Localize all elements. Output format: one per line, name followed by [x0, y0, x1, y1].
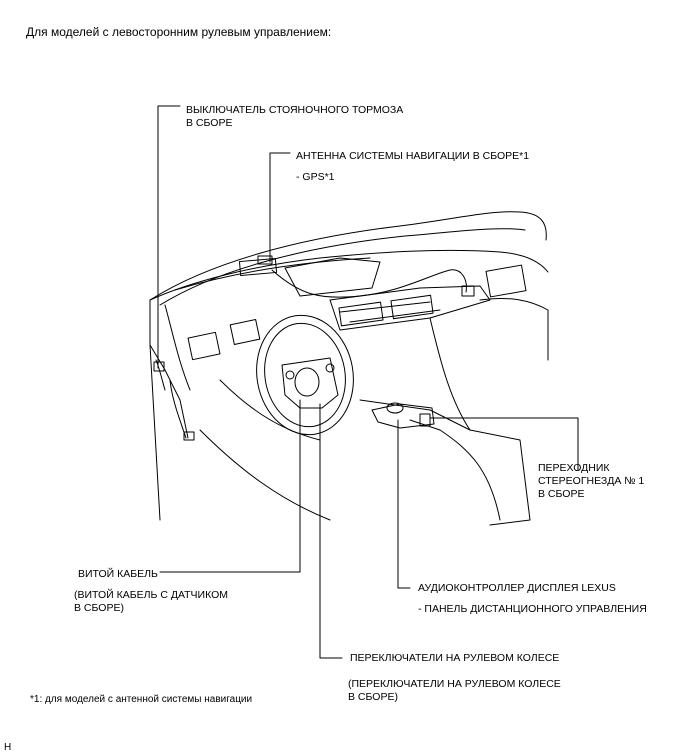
label-line: АНТЕННА СИСТЕМЫ НАВИГАЦИИ В СБОРЕ*1	[296, 150, 530, 162]
dashboard-outline	[149, 249, 549, 301]
steering-wheel	[256, 314, 354, 436]
label-line: В СБОРЕ	[538, 488, 585, 500]
leader-spiral-cable	[159, 399, 301, 573]
label-line: ПЕРЕКЛЮЧАТЕЛИ НА РУЛЕВОМ КОЛЕСЕ	[350, 652, 560, 664]
label-line: В СБОРЕ	[186, 117, 233, 129]
center-display	[284, 257, 381, 297]
label-audio-controller: АУДИОКОНТРОЛЛЕР ДИСПЛЕЯ LEXUS - ПАНЕЛЬ Д…	[418, 582, 647, 616]
label-sub: В СБОРЕ)	[74, 602, 124, 614]
label-parking-brake-switch: ВЫКЛЮЧАТЕЛЬ СТОЯНОЧНОГО ТОРМОЗА В СБОРЕ	[186, 104, 403, 130]
windshield-outline	[149, 211, 547, 301]
label-sub: (ВИТОЙ КАБЕЛЬ С ДАТЧИКОМ	[74, 589, 228, 601]
label-line: ВИТОЙ КАБЕЛЬ	[78, 568, 158, 580]
label-sub: В СБОРЕ)	[348, 691, 398, 703]
footnote: *1: для моделей с антенной системы навиг…	[30, 694, 253, 705]
label-nav-antenna: АНТЕННА СИСТЕМЫ НАВИГАЦИИ В СБОРЕ*1 - GP…	[296, 150, 529, 184]
antenna-cable	[271, 269, 467, 298]
right-vent	[485, 264, 527, 298]
label-spiral-cable-sub: (ВИТОЙ КАБЕЛЬ С ДАТЧИКОМ В СБОРЕ)	[74, 589, 228, 615]
steering-hub	[281, 357, 339, 409]
leader-nav-antenna	[269, 152, 291, 263]
center-console	[359, 399, 531, 526]
label-sub: - GPS*1	[296, 171, 335, 183]
leader-parking-brake	[157, 105, 181, 369]
label-sub: (ПЕРЕКЛЮЧАТЕЛИ НА РУЛЕВОМ КОЛЕСЕ	[348, 678, 561, 690]
leader-audio-controller	[397, 419, 411, 589]
left-vent	[187, 331, 221, 361]
label-line: АУДИОКОНТРОЛЛЕР ДИСПЛЕЯ LEXUS	[418, 582, 616, 594]
label-steering-wheel-switches: ПЕРЕКЛЮЧАТЕЛИ НА РУЛЕВОМ КОЛЕСЕ	[350, 652, 559, 665]
parking-brake-switch	[153, 361, 165, 372]
label-stereo-jack-adapter: ПЕРЕХОДНИК СТЕРЕОГНЕЗДА № 1 В СБОРЕ	[538, 462, 644, 501]
label-steering-wheel-switches-sub: (ПЕРЕКЛЮЧАТЕЛИ НА РУЛЕВОМ КОЛЕСЕ В СБОРЕ…	[348, 678, 561, 704]
leader-steering-switches	[319, 403, 343, 659]
leader-stereo-jack	[429, 417, 579, 471]
label-line: ПЕРЕХОДНИК	[538, 462, 610, 474]
figure-code: H	[4, 742, 12, 753]
label-line: СТЕРЕОГНЕЗДА № 1	[538, 475, 645, 487]
page-heading: Для моделей с левосторонним рулевым упра…	[26, 25, 332, 39]
label-spiral-cable: ВИТОЙ КАБЕЛЬ	[78, 568, 158, 581]
label-sub: - ПАНЕЛЬ ДИСТАНЦИОННОГО УПРАВЛЕНИЯ	[418, 603, 647, 615]
nav-antenna-module	[238, 257, 278, 277]
center-vent	[338, 301, 384, 327]
label-line: ВЫКЛЮЧАТЕЛЬ СТОЯНОЧНОГО ТОРМОЗА	[186, 104, 404, 116]
